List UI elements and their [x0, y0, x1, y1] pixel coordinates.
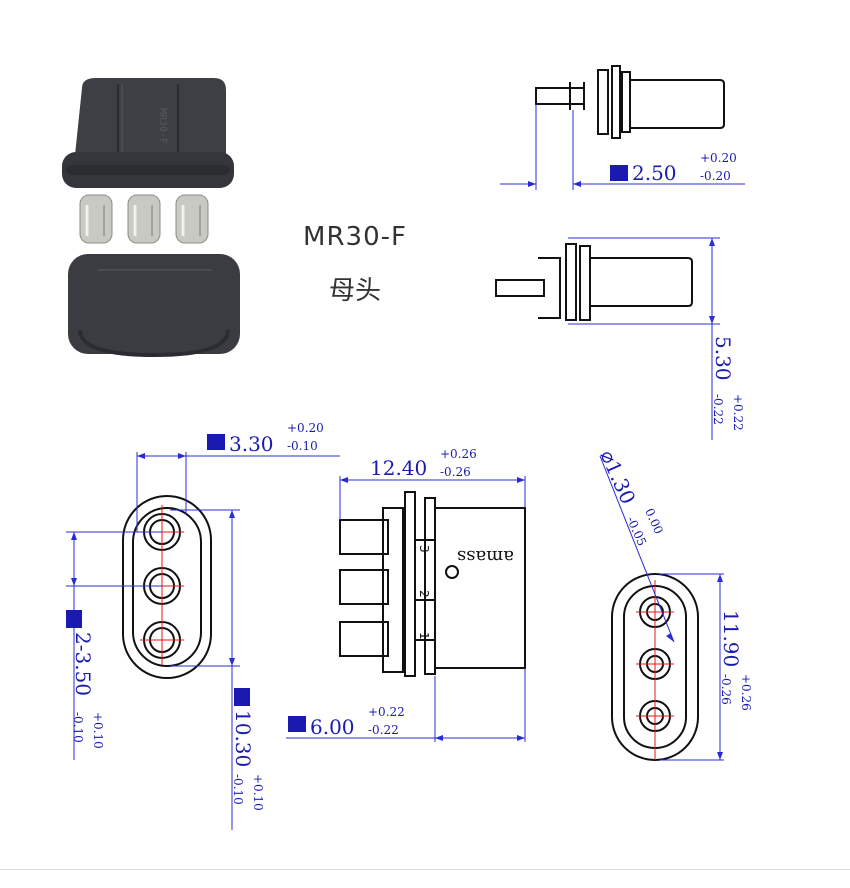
bottom-divider — [0, 869, 850, 870]
front-pitch-plus: +0.10 — [91, 712, 105, 749]
front-pitch-minus: -0.10 — [71, 712, 85, 743]
product-subtitle: 母头 — [328, 276, 381, 306]
rear-view: ⌀1.30 0.00 -0.05 11.90 +0.26 -0.26 — [595, 446, 753, 761]
front-pitch-dim: 2-3.50 — [71, 632, 95, 696]
body-length-dim: 12.40 — [370, 456, 427, 480]
rear-height-dim: 11.90 — [719, 610, 743, 667]
pin-height-plus: +0.22 — [731, 394, 745, 431]
housing-marking: MR30-F — [157, 108, 168, 144]
hole-dia-minus: -0.05 — [624, 514, 649, 548]
rear-height-plus: +0.26 — [739, 674, 753, 711]
front-width-plus: +0.20 — [287, 421, 324, 435]
pin-side-view-bottom: 5.30 +0.22 -0.22 — [495, 237, 745, 440]
pin-contacts — [79, 194, 209, 244]
front-width-dim: 3.30 — [229, 432, 274, 456]
mark-2: 2 — [417, 590, 431, 598]
mark-3: 3 — [417, 545, 431, 553]
pin-length-dim: 2.50 — [632, 161, 677, 185]
brand-mark: amass — [457, 546, 514, 567]
rear-height-minus: -0.26 — [719, 674, 733, 705]
body-length-plus: +0.26 — [440, 447, 477, 461]
mark-1: 1 — [417, 632, 431, 640]
pin-side-view-top: 2.50 +0.20 -0.20 — [500, 65, 745, 190]
front-height-minus: -0.10 — [231, 774, 245, 805]
front-view: 3.30 +0.20 -0.10 2-3.50 +0.10 -0.10 10.3… — [66, 421, 340, 830]
body-width-dim: 6.00 — [310, 715, 355, 739]
side-body-view: 3 2 1 amass 12.40 +0.26 -0.26 6.00 +0.22… — [286, 447, 526, 742]
body-length-minus: -0.26 — [440, 465, 471, 479]
hole-dia-plus: 0.00 — [642, 506, 666, 536]
front-width-minus: -0.10 — [287, 439, 318, 453]
front-height-plus: +0.10 — [251, 774, 265, 811]
pin-length-plus: +0.20 — [700, 151, 737, 165]
pin-height-dim: 5.30 — [711, 336, 735, 381]
hole-dia-dim: ⌀1.30 — [595, 446, 640, 507]
body-width-minus: -0.22 — [368, 723, 399, 737]
product-name: MR30-F — [303, 222, 407, 252]
pin-height-minus: -0.22 — [711, 394, 725, 425]
pin-length-minus: -0.20 — [700, 169, 731, 183]
body-width-plus: +0.22 — [368, 705, 405, 719]
product-photo: MR30-F — [62, 78, 240, 358]
front-height-dim: 10.30 — [231, 710, 255, 767]
